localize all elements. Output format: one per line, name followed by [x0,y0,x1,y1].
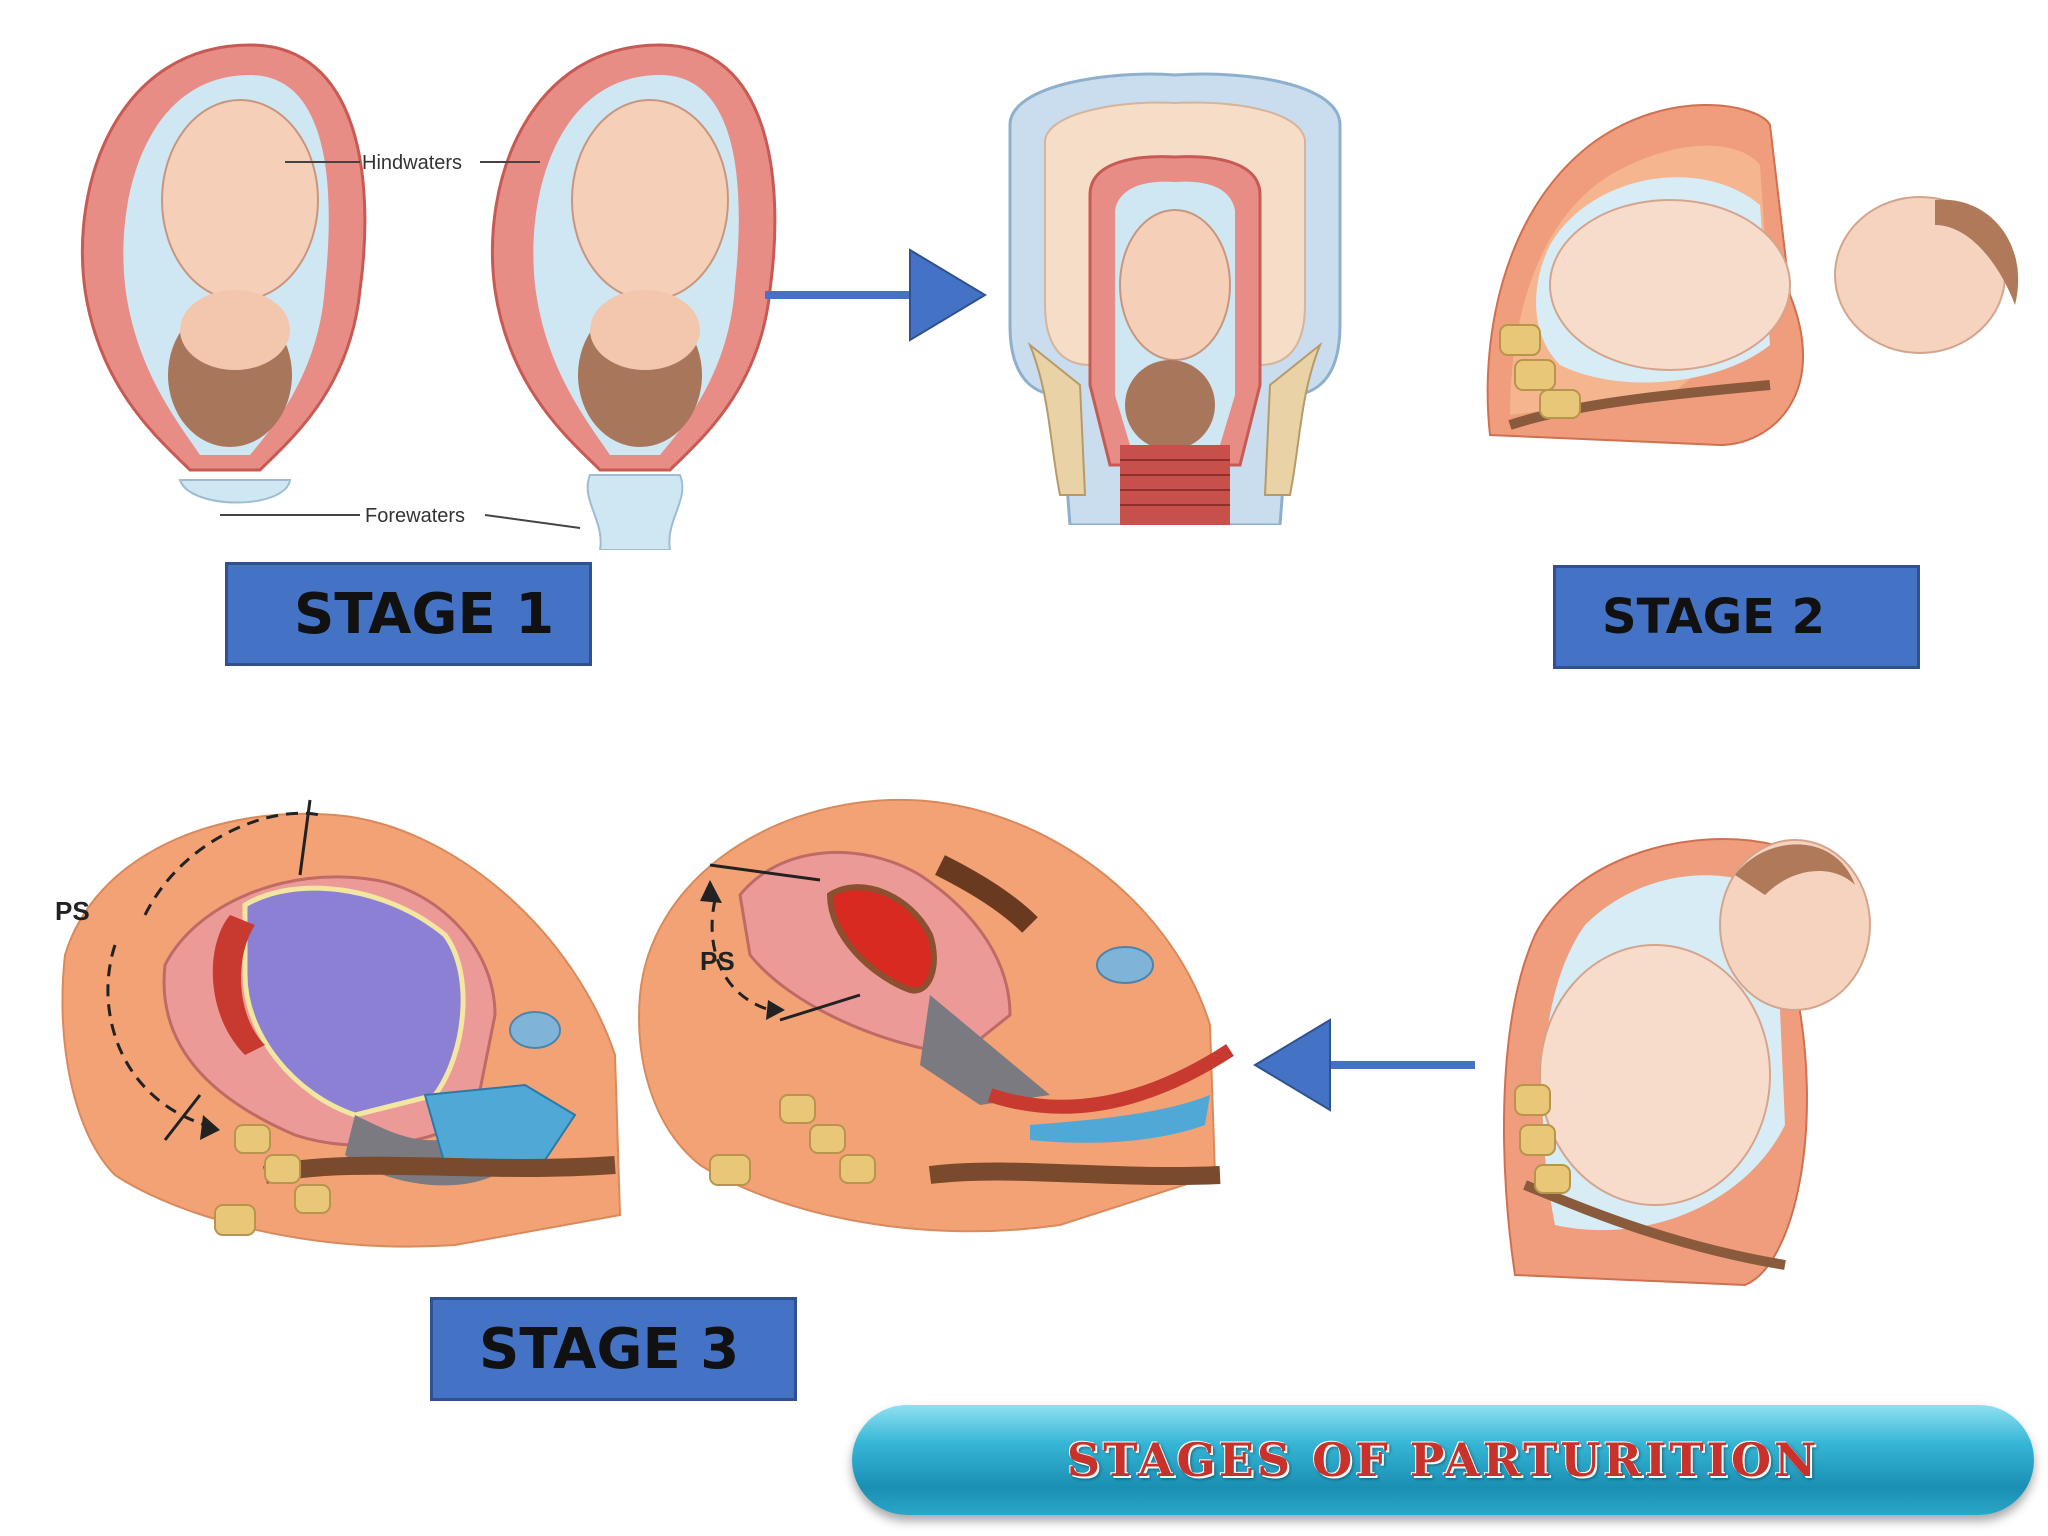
page-title: STAGES OF PARTURITION [1066,1433,1820,1487]
ps-label-right: PS [700,946,735,976]
arrow-right-icon [765,248,987,342]
uterus-right [490,43,777,550]
contracting-uterus-illustration [1008,72,1342,525]
delivery-baby-illustration [1502,838,1871,1287]
stage2-label: STAGE 2 [1602,589,1826,645]
title-banner: STAGES OF PARTURITION [852,1405,2034,1515]
stage2-label-box: STAGE 2 [1553,565,1920,669]
stage2-birth-illustration [1486,104,2019,447]
stage1-label-box: STAGE 1 [225,562,592,666]
arrow-left-icon [1253,1018,1475,1112]
stage1-label: STAGE 1 [294,581,555,647]
stage3-label: STAGE 3 [479,1316,740,1382]
uterus-left [80,43,367,504]
placenta-separation-right-illustration: PS [638,798,1234,1233]
forewaters-label: Forewaters [365,505,465,527]
stage1-uterus-illustration: Hindwaters Forewaters [80,43,777,550]
hindwaters-label: Hindwaters [362,152,462,174]
ps-label-left: PS [55,896,90,926]
placenta-separation-left-illustration: PS [55,799,622,1248]
stage3-label-box: STAGE 3 [430,1297,797,1401]
